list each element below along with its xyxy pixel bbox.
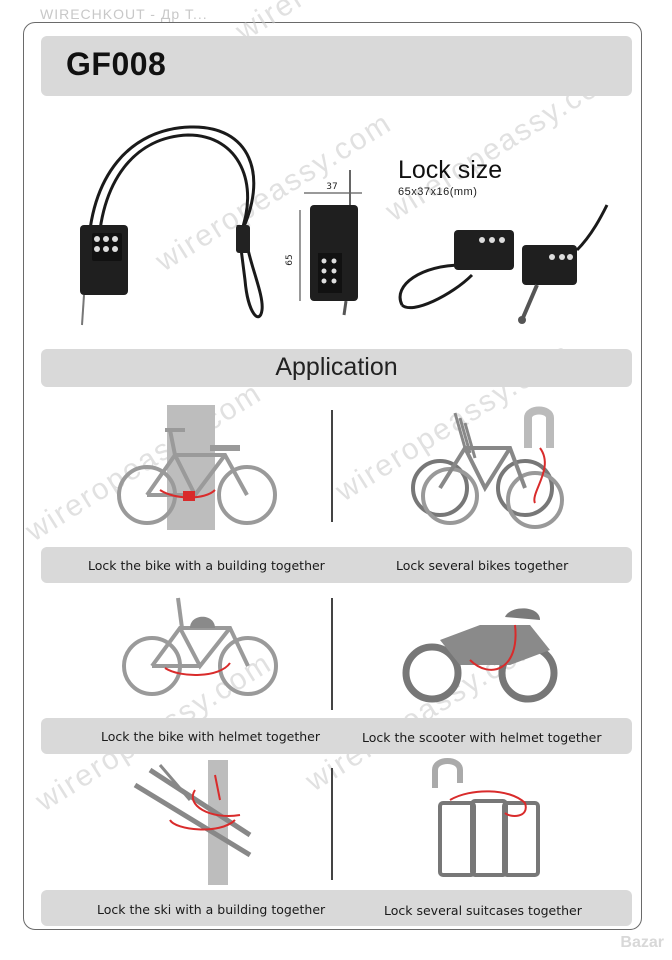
caption-bike-helmet: Lock the bike with helmet together bbox=[101, 729, 320, 744]
locks-pair-image bbox=[398, 204, 609, 324]
caption-band bbox=[41, 718, 632, 754]
lock-size-dimensions: 65x37x16(mm) bbox=[398, 186, 478, 198]
caption-scooter-helmet: Lock the scooter with helmet together bbox=[362, 730, 602, 745]
lock-dimension-diagram: 37 65 bbox=[285, 170, 362, 316]
caption-band bbox=[41, 547, 632, 583]
height-label: 65 bbox=[285, 254, 295, 265]
caption-building-bike: Lock the bike with a building together bbox=[88, 558, 325, 573]
several-bikes-illustration bbox=[411, 406, 564, 529]
caption-ski-building: Lock the ski with a building together bbox=[97, 902, 326, 917]
bike-helmet-illustration bbox=[122, 597, 278, 696]
application-band: Application bbox=[41, 349, 632, 387]
section-title: Application bbox=[275, 353, 398, 381]
caption-band bbox=[41, 890, 632, 926]
divider bbox=[331, 598, 333, 710]
ghost-header-text: WIRECHKOUT - Др Т... bbox=[40, 6, 208, 22]
corner-badge: Bazar bbox=[620, 934, 664, 951]
divider bbox=[331, 768, 333, 880]
divider bbox=[331, 410, 333, 522]
title-band: GF008 bbox=[41, 36, 632, 96]
scooter-helmet-illustration bbox=[402, 608, 558, 703]
suitcases-illustration bbox=[432, 758, 540, 877]
caption-suitcases: Lock several suitcases together bbox=[384, 903, 582, 918]
bike-building-illustration bbox=[117, 405, 277, 530]
caption-several-bikes: Lock several bikes together bbox=[396, 558, 569, 573]
model-title: GF008 bbox=[66, 46, 167, 82]
lock-size-title: Lock size bbox=[398, 156, 503, 184]
ski-building-illustration bbox=[133, 760, 252, 885]
cable-lock-image bbox=[80, 125, 264, 326]
width-label: 37 bbox=[326, 182, 337, 192]
